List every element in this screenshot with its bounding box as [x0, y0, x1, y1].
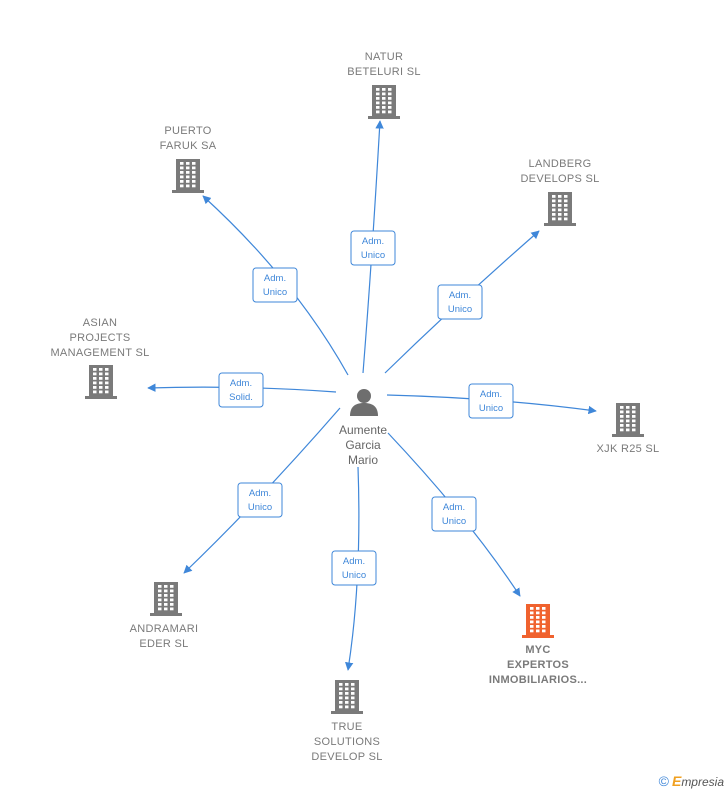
relation-label: Adm.	[449, 290, 471, 301]
relation-label: Solid.	[229, 392, 253, 403]
company-name-line: FARUK SA	[160, 140, 217, 152]
brand-initial: E	[671, 773, 682, 789]
relation-badge[interactable]	[431, 496, 477, 532]
relation-badge[interactable]	[468, 383, 514, 419]
copyright-icon: ©	[658, 773, 669, 789]
company-node-puerto[interactable]: PUERTO FARUK SA	[160, 125, 217, 193]
brand-name: mpresia	[681, 775, 724, 789]
building-icon	[331, 680, 363, 714]
person-icon	[350, 389, 378, 416]
company-name-line: PUERTO	[164, 125, 211, 137]
building-icon	[172, 159, 204, 193]
footer-brand: ©Empresia	[659, 773, 724, 789]
building-icon	[522, 604, 554, 638]
company-name-line: PROJECTS	[69, 332, 130, 344]
company-name-line: XJK R25 SL	[597, 443, 660, 455]
building-icon	[544, 192, 576, 226]
company-name-line: DEVELOPS SL	[520, 173, 599, 185]
building-icon	[150, 582, 182, 616]
company-node-myc[interactable]: MYC EXPERTOS INMOBILIARIOS...	[489, 604, 587, 686]
relation-badge[interactable]	[237, 482, 283, 518]
relation-badge[interactable]	[437, 284, 483, 320]
relation-badge[interactable]	[252, 267, 298, 303]
building-icon	[612, 403, 644, 437]
relation-edge: Adm. Unico	[387, 432, 521, 597]
relation-badge[interactable]	[218, 372, 264, 408]
company-name-line: INMOBILIARIOS...	[489, 674, 587, 686]
relation-label: Unico	[248, 502, 272, 513]
person-name-line: Mario	[348, 453, 378, 467]
relation-edge: Adm. Solid.	[147, 372, 337, 408]
company-name-line: LANDBERG	[529, 158, 592, 170]
relation-label: Adm.	[343, 556, 365, 567]
company-name-line: SOLUTIONS	[314, 736, 380, 748]
company-node-andramari[interactable]: ANDRAMARI EDER SL	[130, 582, 199, 650]
relation-label: Unico	[479, 403, 503, 414]
person-name-line: Aumente	[339, 423, 387, 437]
relation-edge: Adm. Unico	[202, 195, 349, 376]
relation-label: Adm.	[443, 502, 465, 513]
company-name-line: MYC	[525, 644, 550, 656]
company-name-line: MANAGEMENT SL	[50, 347, 149, 359]
company-name-line: BETELURI SL	[347, 66, 421, 78]
relation-badge[interactable]	[331, 550, 377, 586]
company-node-asian[interactable]: ASIAN PROJECTS MANAGEMENT SL	[50, 317, 149, 399]
person-name-line: Garcia	[345, 438, 381, 452]
company-node-true[interactable]: TRUE SOLUTIONS DEVELOP SL	[311, 680, 382, 763]
building-icon	[368, 85, 400, 119]
company-node-landberg[interactable]: LANDBERG DEVELOPS SL	[520, 158, 599, 226]
relation-badge[interactable]	[350, 230, 396, 266]
company-name-line: DEVELOP SL	[311, 751, 382, 763]
relation-edge: Adm. Unico	[386, 383, 597, 419]
relation-label: Unico	[448, 304, 472, 315]
company-node-xjk[interactable]: XJK R25 SL	[597, 403, 660, 455]
company-name-line: EXPERTOS	[507, 659, 569, 671]
building-icon	[85, 365, 117, 399]
relation-label: Adm.	[362, 236, 384, 247]
relation-label: Unico	[263, 287, 287, 298]
relation-edge: Adm. Unico	[350, 120, 396, 374]
relation-label: Adm.	[480, 389, 502, 400]
relation-edge: Adm. Unico	[183, 407, 341, 574]
company-name-line: ASIAN	[83, 317, 118, 329]
company-name-line: NATUR	[365, 51, 404, 63]
company-node-natur[interactable]: NATUR BETELURI SL	[347, 51, 421, 119]
company-name-line: EDER SL	[139, 638, 188, 650]
relation-label: Adm.	[230, 378, 252, 389]
relation-label: Unico	[361, 250, 385, 261]
company-name-line: ANDRAMARI	[130, 623, 199, 635]
relation-edge: Adm. Unico	[384, 230, 540, 374]
relation-label: Adm.	[249, 488, 271, 499]
relation-label: Unico	[342, 570, 366, 581]
relation-label: Adm.	[264, 273, 286, 284]
company-name-line: TRUE	[331, 721, 362, 733]
relation-label: Unico	[442, 516, 466, 527]
person-node[interactable]: Aumente Garcia Mario	[339, 389, 387, 467]
relation-edge: Adm. Unico	[331, 466, 377, 671]
